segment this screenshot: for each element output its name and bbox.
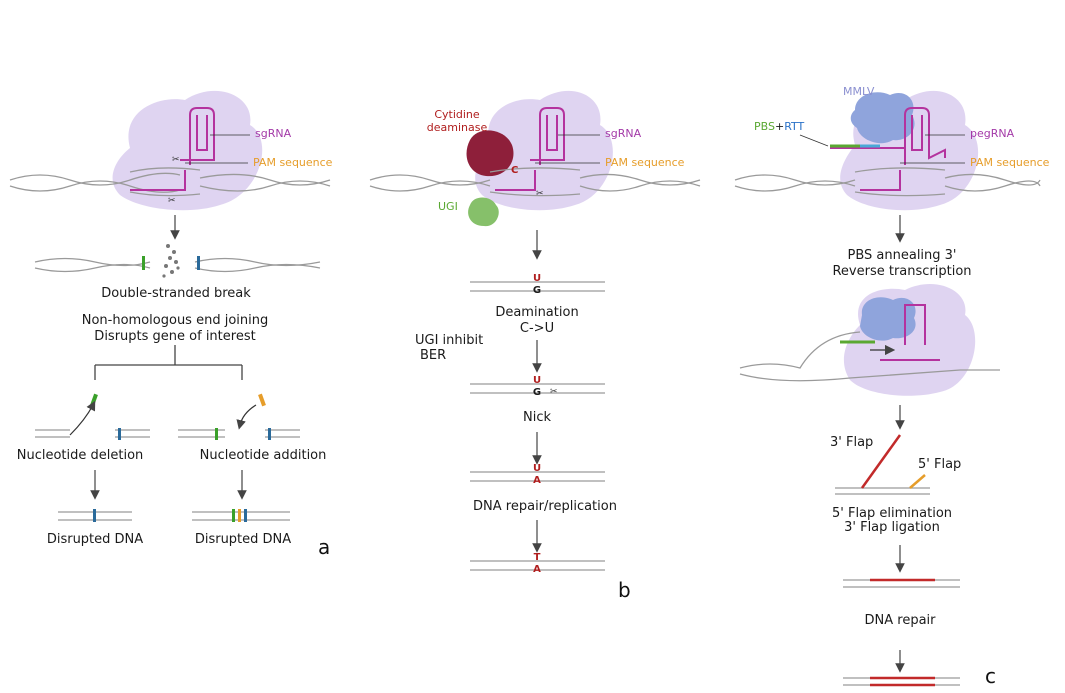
green-base-icon [142,256,145,270]
nhej-label: Non-homologous end joining [81,313,269,328]
scissors-icon: ✂ [536,188,544,198]
mmlv-label: MMLV [843,85,875,98]
base-g1: G [532,285,542,296]
flap-elimination-label: 5' Flap elimination [831,506,953,521]
dsb-label: Double-stranded break [101,286,251,301]
nick-dna [470,383,605,394]
blue-base-icon [268,428,271,440]
orange-base-icon [238,509,241,522]
flap5-label: 5' Flap [918,457,962,472]
scissors-icon: ✂ [168,195,176,205]
nhej-branch [94,345,243,380]
rtt-label: RTT [784,120,805,133]
deletion-dna [35,429,150,438]
base-g2: G [532,387,542,398]
panel-b-sgrna [495,107,565,191]
panel-c-rt-complex [843,284,976,396]
deamination-dna [470,281,605,292]
plus-sign: + [774,120,785,133]
pbs-label: PBS [754,120,775,133]
blue-base-icon [93,509,96,522]
blue-base-icon [244,509,247,522]
panel-a-sgrna [130,107,215,191]
final-dna-c [843,676,960,687]
panel-c-letter: c [985,664,996,688]
flap-ligation-label: 3' Flap ligation [844,520,940,535]
disrupted-dna-label-left: Disrupted DNA [46,532,144,547]
ugi-label: UGI [438,200,458,213]
repair-dna [470,471,605,482]
base-a3: A [533,475,541,486]
ugi-protein-icon [468,197,499,227]
deaminase-label: Cytidine [434,108,480,121]
deaminase-sublabel: deaminase [426,121,488,134]
panel-a-letter: a [318,535,331,559]
panel-c-dna-helix [734,167,1041,197]
sgrna-label-a: sgRNA [255,127,292,140]
pbs-rtt-label: PBS+RTT [754,120,804,134]
reverse-transcription-label: Reverse transcription [832,264,972,279]
cytidine-deaminase-icon [466,130,514,177]
deletion-label: Nucleotide deletion [16,448,144,463]
nick-label: Nick [522,410,552,425]
base-a4: A [533,564,541,575]
arrow-addition [236,404,257,430]
green-base-icon [215,428,218,440]
panel-b-letter: b [618,578,631,602]
blue-base-icon [118,428,121,440]
cytidine-mark: C [511,165,519,176]
orange-base-icon [258,393,266,407]
panel-b-dna-helix [369,167,701,197]
scissors-icon: ✂ [172,154,180,164]
flap3-label: 3' Flap [830,435,874,450]
panel-b-cas9-complex [475,90,613,211]
green-base-icon [232,509,235,522]
blue-base-icon [197,256,200,270]
ber-label: BER [420,348,447,363]
green-base-icon [90,393,98,407]
dna-repair-label: DNA repair [864,613,936,628]
base-u1: U [532,273,542,284]
addition-dna [178,429,300,438]
repair-dna-c [843,578,960,588]
sgrna-label-b: sgRNA [605,127,642,140]
nhej-sublabel: Disrupts gene of interest [94,329,256,344]
panel-a-cas9-complex [112,90,263,211]
pbs-annealing-label: PBS annealing 3' [847,248,957,263]
c-to-u-label: C->U [519,321,555,336]
ugi-inhibit-label: UGI inhibit [415,333,484,348]
arrow-deletion [69,400,96,436]
pam-label-a: PAM sequence [253,156,333,169]
final-dna-b [470,560,605,571]
disrupted-dna-label-right: Disrupted DNA [194,532,292,547]
flap-dna [835,434,930,495]
dna-repair-replication-label: DNA repair/replication [473,499,617,514]
panel-c-pegrna [830,107,946,191]
pegrna-label: pegRNA [970,127,1015,140]
mmlv-rt-icon [850,92,915,144]
rt-pegrna [880,304,940,361]
dsb-dna-fragments [34,257,321,273]
pbs-leader [799,134,829,147]
scissors-icon: ✂ [550,386,558,396]
base-t4: T [533,552,541,563]
base-u3: U [532,463,542,474]
pam-label-b: PAM sequence [605,156,685,169]
base-u2: U [532,375,542,386]
pam-label-c: PAM sequence [970,156,1050,169]
nucleotide-debris-icon [162,244,180,278]
deamination-label: Deamination [495,305,579,320]
addition-label: Nucleotide addition [199,448,327,463]
rt-dna [739,331,1000,382]
panel-a-dna-helix [9,167,331,197]
